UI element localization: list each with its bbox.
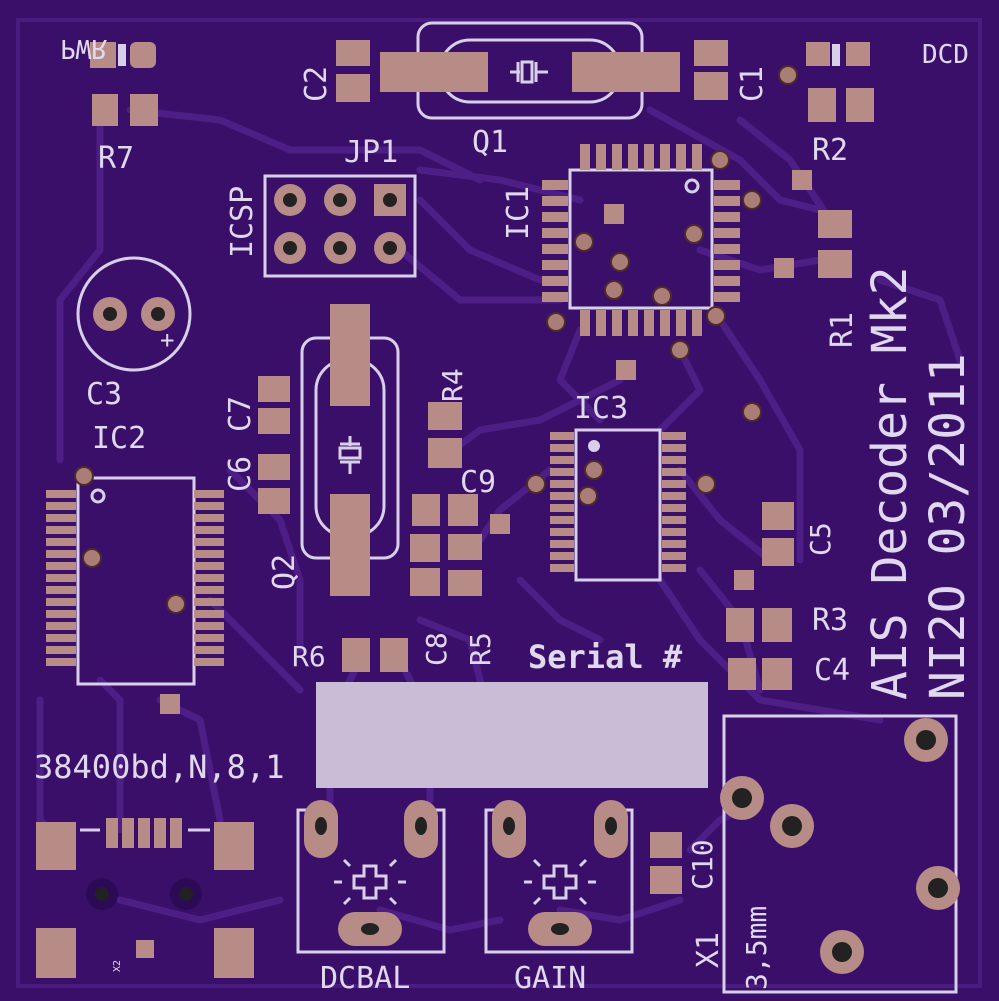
label-c5: C5: [804, 522, 837, 556]
capacitor-c2: [336, 40, 370, 102]
label-baud: 38400bd,N,8,1: [34, 748, 284, 786]
capacitor-c8: [410, 534, 440, 596]
ic-ic2: [46, 466, 224, 714]
resistor-r4: [428, 402, 462, 468]
label-c10: C10: [686, 839, 719, 890]
connector-x2: [36, 818, 254, 978]
label-ic3: IC3: [574, 391, 628, 426]
label-r1: R1: [825, 312, 860, 348]
title-line1: AIS Decoder Mk2: [862, 267, 918, 700]
header-jp1: [263, 174, 417, 278]
label-jack-size: 3,5mm: [740, 906, 773, 990]
via-dcd: [778, 65, 798, 85]
capacitor-c3: [76, 256, 192, 372]
via-square-c5: [734, 570, 754, 590]
capacitor-c1: [694, 40, 728, 100]
label-r5: R5: [464, 632, 497, 666]
serial-number-area: [316, 682, 708, 788]
ic-ic3: [526, 402, 762, 582]
label-icsp: ICSP: [225, 186, 260, 258]
ic-ic1: [542, 144, 740, 336]
capacitor-c5: [762, 502, 794, 566]
label-ic2: IC2: [92, 421, 146, 456]
label-r7: R7: [98, 141, 134, 176]
label-pwr: PWR: [60, 33, 107, 63]
resistor-r2: [808, 88, 874, 122]
label-q1: Q1: [472, 125, 508, 160]
label-r4: R4: [436, 368, 469, 402]
crystal-q2: [300, 304, 400, 596]
resistor-r3: [726, 608, 792, 642]
title-line2: NI2O 03/2011: [920, 353, 976, 700]
connector-x1: [720, 714, 960, 994]
capacitor-c7: [258, 376, 290, 434]
via-square-c9: [490, 514, 510, 534]
label-ic1: IC1: [501, 186, 536, 240]
label-c7: C7: [223, 396, 258, 432]
label-dcbal: DCBAL: [320, 961, 410, 996]
crystal-q1: [380, 21, 680, 120]
label-serial: Serial #: [528, 638, 683, 676]
capacitor-c9: [412, 494, 478, 526]
label-c2: C2: [299, 66, 334, 102]
label-r6: R6: [292, 640, 326, 673]
label-c6: C6: [223, 456, 258, 492]
potentiometer-dcbal: [296, 800, 446, 954]
resistor-r1: [818, 210, 852, 278]
label-q2: Q2: [267, 554, 302, 590]
label-x2: X2: [112, 960, 123, 972]
label-c3-plus: +: [160, 326, 174, 354]
label-c8: C8: [420, 632, 453, 666]
label-dcd: DCD: [922, 37, 969, 67]
label-c3: C3: [86, 377, 122, 412]
label-x1: X1: [691, 932, 726, 968]
led-dcd: [806, 42, 870, 66]
capacitor-c6: [258, 454, 290, 514]
led-pwr: [90, 42, 156, 68]
label-c4: C4: [814, 653, 850, 688]
board-outline: [16, 18, 982, 988]
label-gain: GAIN: [514, 961, 586, 996]
vias-ic1: [546, 150, 812, 380]
label-jp1: JP1: [344, 135, 398, 170]
capacitor-c4: [728, 658, 792, 690]
potentiometer-gain: [484, 800, 634, 954]
label-c1: C1: [735, 66, 770, 102]
label-r2: R2: [812, 133, 848, 168]
copper-traces: [36, 106, 964, 934]
resistor-r7: [92, 94, 158, 126]
capacitor-c10: [650, 832, 682, 894]
label-r3: R3: [812, 603, 848, 638]
resistor-r6: [342, 638, 408, 672]
resistor-r5: [448, 534, 482, 596]
